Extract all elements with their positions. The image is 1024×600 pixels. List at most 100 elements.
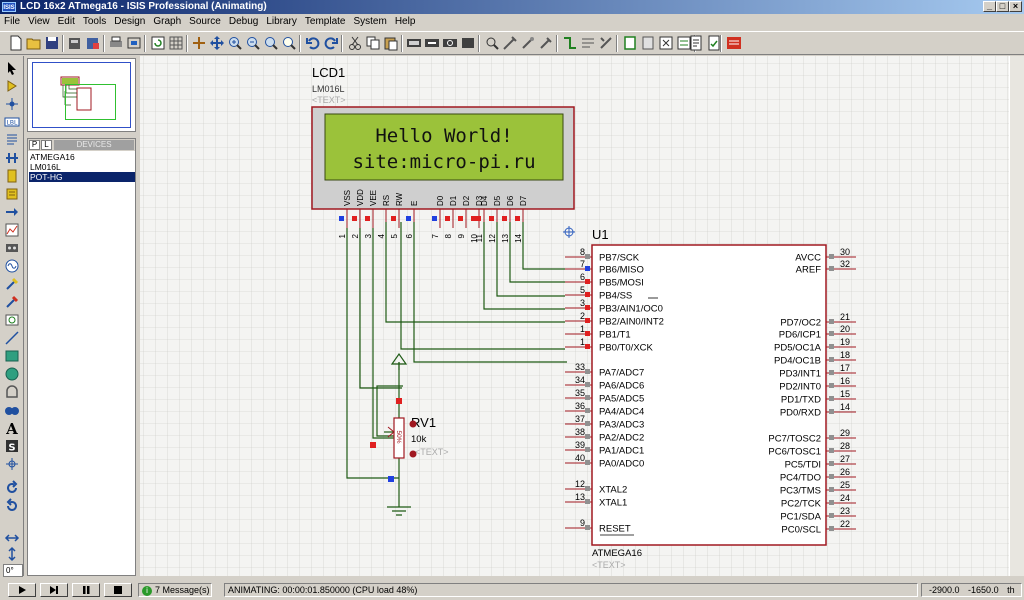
zoom-out-icon[interactable] bbox=[245, 35, 261, 51]
cut-icon[interactable] bbox=[347, 35, 363, 51]
search-tag-icon[interactable] bbox=[580, 35, 596, 51]
zoom-in-icon[interactable] bbox=[227, 35, 243, 51]
electrical-check-icon[interactable] bbox=[706, 35, 722, 51]
terminal-icon[interactable] bbox=[4, 186, 20, 202]
vertical-scrollbar[interactable] bbox=[1009, 56, 1024, 576]
menu-library[interactable]: Library bbox=[266, 16, 297, 27]
menu-file[interactable]: File bbox=[4, 16, 21, 27]
goto-sheet-icon[interactable] bbox=[658, 35, 674, 51]
marker-icon[interactable] bbox=[4, 456, 20, 472]
pan-icon[interactable] bbox=[209, 35, 225, 51]
wire-autorouter-icon[interactable] bbox=[562, 35, 578, 51]
tape-recorder-icon[interactable] bbox=[4, 240, 20, 256]
pot-increase-button[interactable] bbox=[409, 420, 417, 428]
circle-icon[interactable] bbox=[4, 366, 20, 382]
box-icon[interactable] bbox=[4, 348, 20, 364]
mirror-vertical-icon[interactable] bbox=[4, 546, 20, 562]
bill-of-materials-icon[interactable] bbox=[688, 35, 704, 51]
generator-icon[interactable] bbox=[4, 258, 20, 274]
pause-button[interactable] bbox=[72, 583, 100, 597]
rotation-angle-field[interactable]: 0° bbox=[3, 564, 23, 577]
grid-icon[interactable] bbox=[168, 35, 184, 51]
text-icon[interactable]: A bbox=[4, 420, 20, 436]
potentiometer-component[interactable]: RV1 10k <TEXT> 50% bbox=[370, 398, 449, 482]
voltage-probe-icon[interactable] bbox=[4, 276, 20, 292]
device-pin-icon[interactable] bbox=[4, 204, 20, 220]
menu-help[interactable]: Help bbox=[394, 16, 416, 27]
close-button[interactable]: × bbox=[1009, 1, 1022, 12]
device-list-item[interactable]: ATMEGA16 bbox=[30, 152, 75, 162]
step-button[interactable] bbox=[40, 583, 68, 597]
menu-source[interactable]: Source bbox=[189, 16, 221, 27]
path-icon[interactable] bbox=[4, 402, 20, 418]
pick-from-library-button[interactable]: P bbox=[29, 140, 40, 150]
print-area-icon[interactable] bbox=[126, 35, 142, 51]
menu-debug[interactable]: Debug bbox=[228, 16, 259, 27]
current-probe-icon[interactable] bbox=[4, 294, 20, 310]
decompose-icon[interactable] bbox=[538, 35, 554, 51]
wire-label-icon[interactable]: LBL bbox=[4, 114, 20, 130]
make-device-icon[interactable] bbox=[502, 35, 518, 51]
menu-template[interactable]: Template bbox=[304, 16, 346, 27]
selection-mode-icon[interactable] bbox=[4, 60, 20, 76]
mirror-horizontal-icon[interactable] bbox=[4, 530, 20, 546]
save-icon[interactable] bbox=[44, 35, 60, 51]
open-folder-icon[interactable] bbox=[26, 35, 42, 51]
bus-icon[interactable] bbox=[4, 150, 20, 166]
zoom-area-icon[interactable] bbox=[281, 35, 297, 51]
graph-mode-icon[interactable] bbox=[4, 222, 20, 238]
rotate-anticlockwise-icon[interactable] bbox=[4, 498, 20, 514]
new-file-icon[interactable] bbox=[8, 35, 24, 51]
minimize-button[interactable]: _ bbox=[983, 1, 996, 12]
menu-graph[interactable]: Graph bbox=[153, 16, 182, 27]
zoom-all-icon[interactable] bbox=[263, 35, 279, 51]
menu-view[interactable]: View bbox=[28, 16, 50, 27]
export-icon[interactable] bbox=[85, 35, 101, 51]
remove-sheet-icon[interactable] bbox=[640, 35, 656, 51]
maximize-button[interactable]: □ bbox=[996, 1, 1009, 12]
ares-export-icon[interactable] bbox=[726, 35, 742, 51]
redo-icon[interactable] bbox=[323, 35, 339, 51]
component-mode-icon[interactable] bbox=[4, 78, 20, 94]
block-delete-icon[interactable] bbox=[460, 35, 476, 51]
line-icon[interactable] bbox=[4, 330, 20, 346]
new-sheet-icon[interactable] bbox=[622, 35, 638, 51]
menu-edit[interactable]: Edit bbox=[57, 16, 75, 27]
menu-system[interactable]: System bbox=[353, 16, 387, 27]
virtual-instrument-icon[interactable] bbox=[4, 312, 20, 328]
library-manager-button[interactable]: L bbox=[41, 140, 52, 150]
junction-dot-icon[interactable] bbox=[4, 96, 20, 112]
menu-tools[interactable]: Tools bbox=[82, 16, 107, 27]
text-script-icon[interactable] bbox=[4, 132, 20, 148]
pick-device-icon[interactable] bbox=[484, 35, 500, 51]
undo-icon[interactable] bbox=[305, 35, 321, 51]
pot-decrease-button[interactable] bbox=[409, 450, 417, 458]
import-icon[interactable] bbox=[67, 35, 83, 51]
play-button[interactable] bbox=[8, 583, 36, 597]
rotate-clockwise-icon[interactable] bbox=[4, 480, 20, 496]
arc-icon[interactable] bbox=[4, 384, 20, 400]
redraw-icon[interactable] bbox=[150, 35, 166, 51]
schematic-canvas[interactable]: LCD1 LM016L <TEXT> Hello World! site:mic… bbox=[140, 56, 1009, 576]
overview-window[interactable] bbox=[27, 58, 136, 132]
origin-icon[interactable] bbox=[191, 35, 207, 51]
stop-button[interactable] bbox=[104, 583, 132, 597]
paste-icon[interactable] bbox=[383, 35, 399, 51]
visible-area-rect[interactable] bbox=[65, 84, 116, 120]
device-list-item-selected[interactable]: POT-HG bbox=[29, 172, 135, 182]
menu-design[interactable]: Design bbox=[114, 16, 146, 27]
subcircuit-icon[interactable] bbox=[4, 168, 20, 184]
property-assign-icon[interactable] bbox=[598, 35, 614, 51]
block-copy-icon[interactable] bbox=[406, 35, 422, 51]
symbol-icon[interactable]: S bbox=[4, 438, 20, 454]
packaging-tool-icon[interactable] bbox=[520, 35, 536, 51]
print-icon[interactable] bbox=[108, 35, 124, 51]
copy-icon[interactable] bbox=[365, 35, 381, 51]
netlist-icon[interactable] bbox=[676, 35, 692, 51]
lcd-component[interactable]: LCD1 LM016L <TEXT> Hello World! site:mic… bbox=[311, 65, 575, 243]
block-rotate-icon[interactable] bbox=[442, 35, 458, 51]
block-move-icon[interactable] bbox=[424, 35, 440, 51]
mcu-component[interactable]: U1 ATMEGA16 <TEXT> 8PB7/SCK7PB6/MISO6PB5… bbox=[565, 227, 856, 570]
device-list-item[interactable]: LM016L bbox=[30, 162, 61, 172]
